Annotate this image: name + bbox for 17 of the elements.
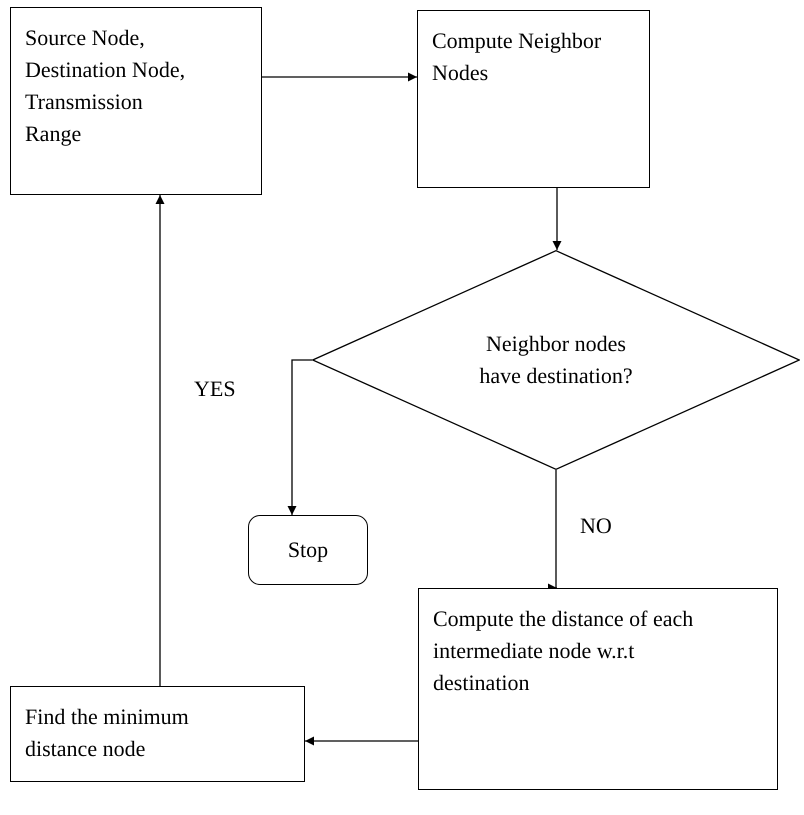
arrow bbox=[305, 736, 418, 746]
node-text: Compute the distance of each intermediate node w.r.t destination bbox=[433, 605, 694, 697]
arrow bbox=[552, 188, 562, 250]
node-text: Neighbor nodes have destination? bbox=[478, 330, 634, 390]
node-text: Source Node, Destination Node, Transmission Range bbox=[25, 24, 186, 148]
process-box bbox=[417, 10, 650, 188]
arrow bbox=[262, 72, 417, 82]
arrow bbox=[156, 195, 164, 686]
node-text: Find the minimum distance node bbox=[25, 703, 190, 763]
process-box bbox=[10, 686, 305, 782]
node-text: Stop bbox=[288, 536, 328, 564]
node-text: Compute Neighbor Nodes bbox=[432, 27, 602, 87]
process-box bbox=[10, 7, 262, 195]
process-box bbox=[418, 588, 778, 790]
arrow bbox=[288, 359, 312, 515]
terminal-box bbox=[248, 515, 368, 585]
decision-diamond bbox=[312, 250, 800, 470]
